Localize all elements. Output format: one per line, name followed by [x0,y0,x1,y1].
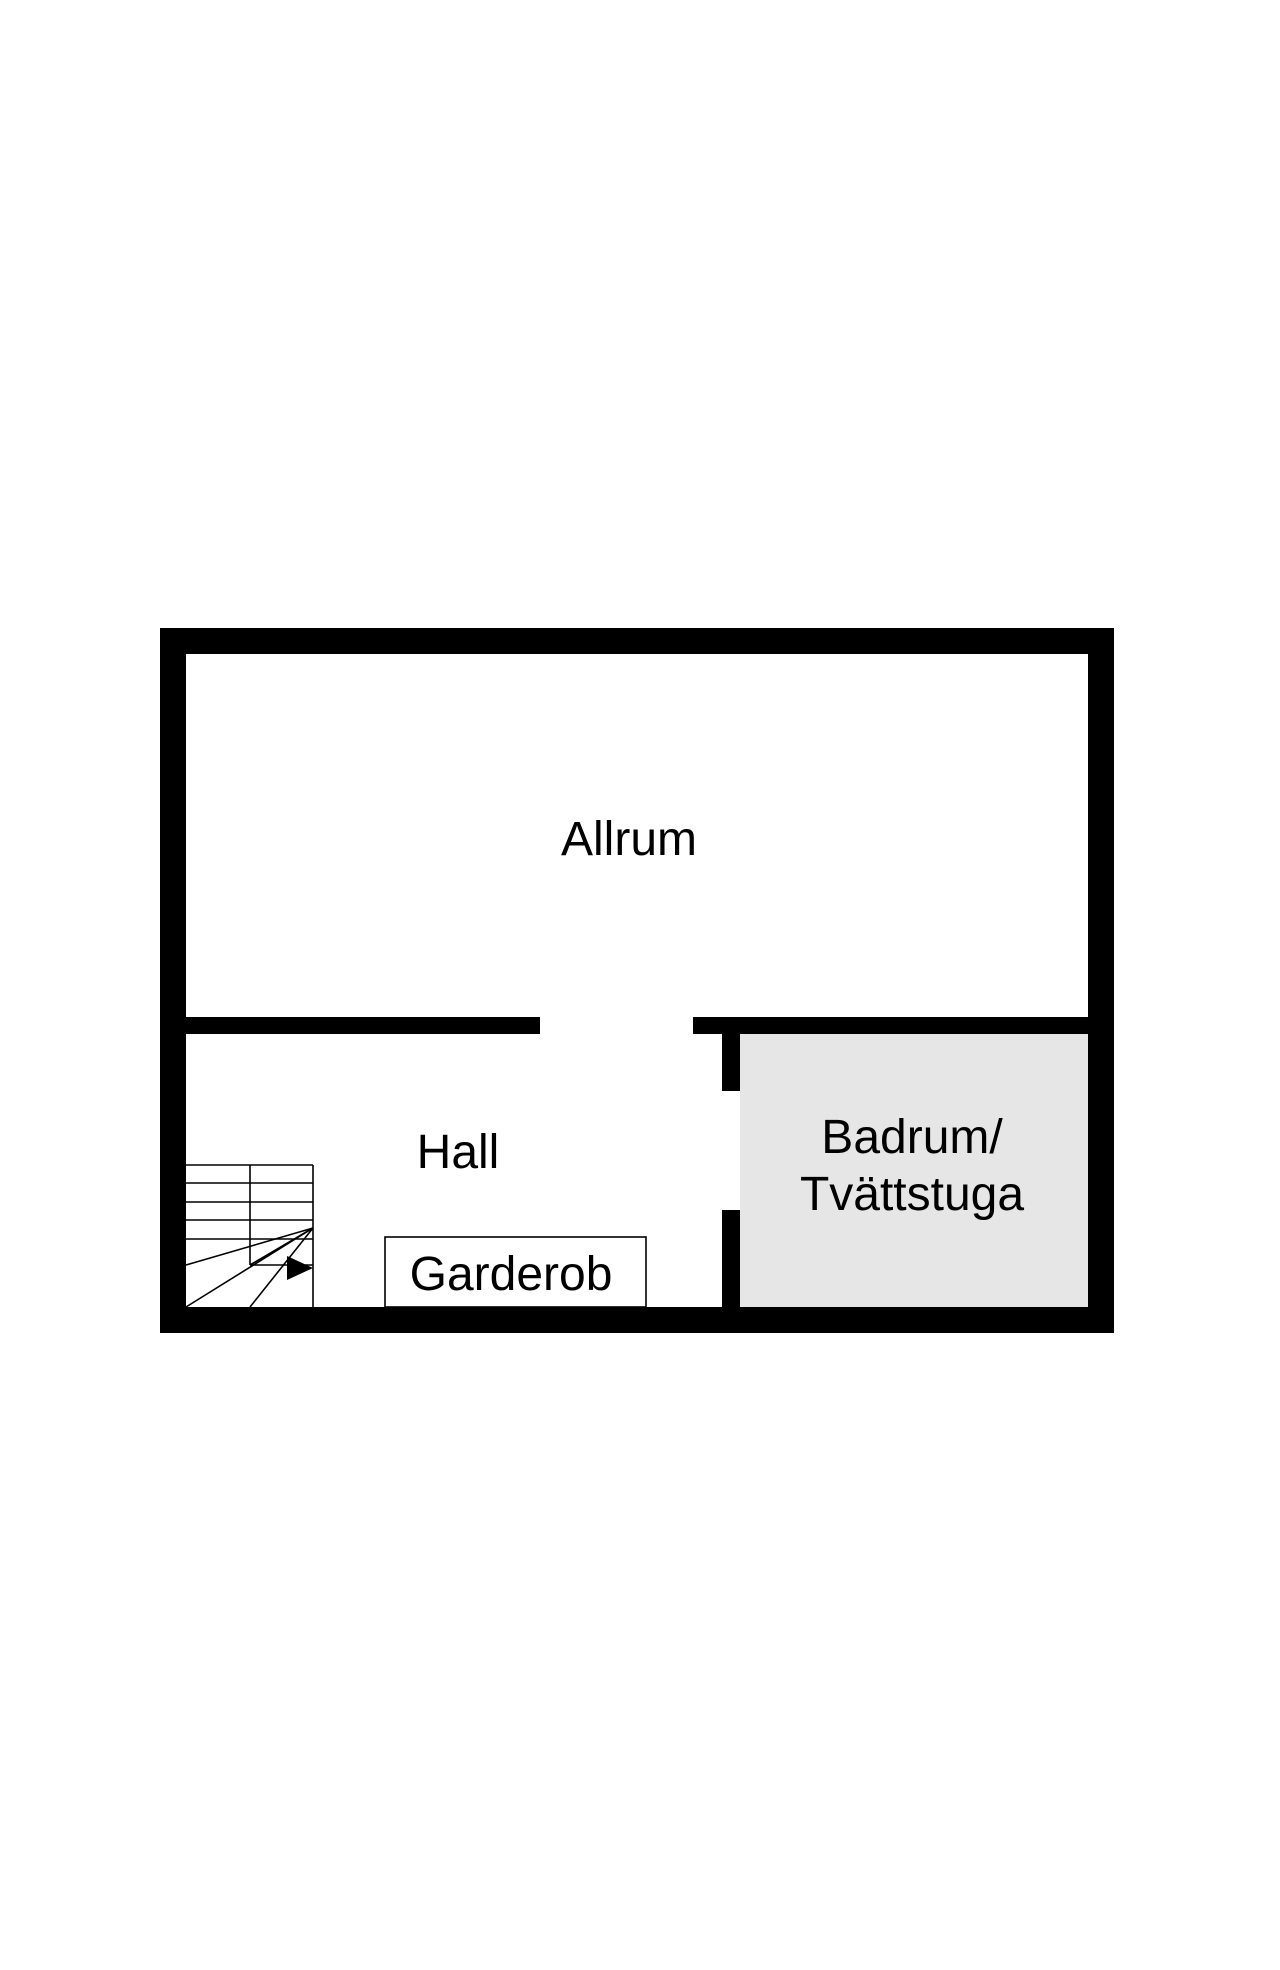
arrow-right-icon [287,1256,313,1280]
room-label-hall: Hall [417,1126,500,1179]
badrum-floor [740,1034,1090,1307]
room-label-badrum-line2: Tvättstuga [800,1168,1024,1221]
garderob-box [384,1236,647,1308]
interior-walls [186,1017,1088,1307]
outer-walls [160,628,1114,1333]
room-label-garderob: Garderob [410,1248,613,1301]
stairs-icon [185,1164,314,1308]
room-label-allrum: Allrum [561,813,697,866]
room-label-badrum-line1: Badrum/ [821,1111,1003,1164]
